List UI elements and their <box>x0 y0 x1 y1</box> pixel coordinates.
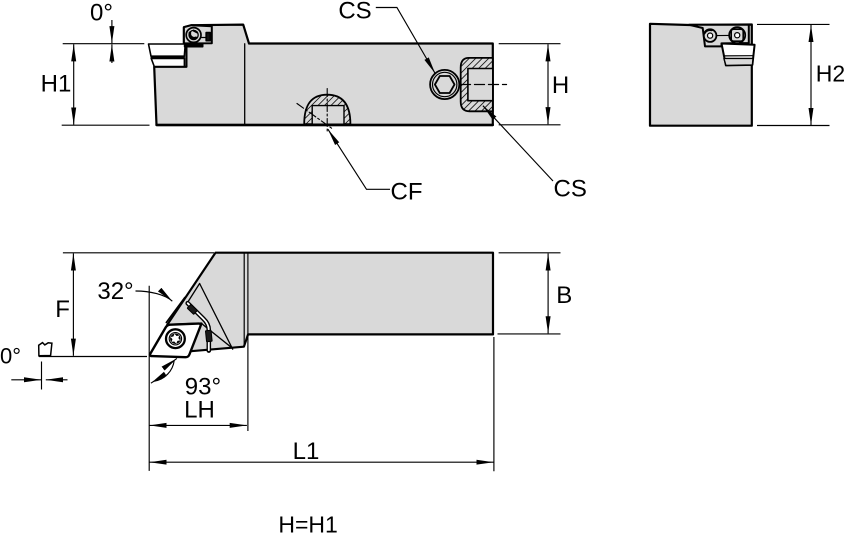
svg-text:L1: L1 <box>293 438 320 465</box>
svg-text:H=H1: H=H1 <box>278 511 337 533</box>
svg-text:32°: 32° <box>97 278 133 305</box>
svg-text:CS: CS <box>554 176 587 203</box>
svg-text:H2: H2 <box>816 61 845 87</box>
svg-text:H: H <box>552 72 569 99</box>
svg-text:CS: CS <box>338 0 371 25</box>
svg-text:LH: LH <box>184 397 215 424</box>
svg-text:F: F <box>55 296 70 323</box>
svg-text:93°: 93° <box>185 374 221 401</box>
svg-text:CF: CF <box>391 178 423 205</box>
svg-text:0°: 0° <box>0 344 21 369</box>
svg-text:H1: H1 <box>41 70 72 97</box>
svg-text:0°: 0° <box>90 0 113 27</box>
svg-text:B: B <box>556 282 572 309</box>
